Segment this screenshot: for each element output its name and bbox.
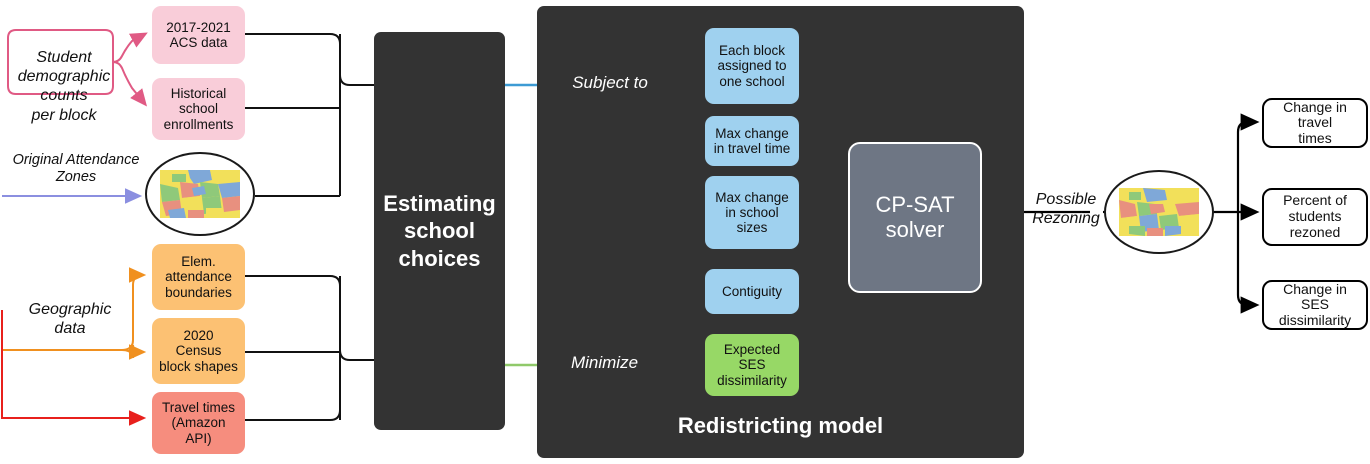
constraint-box-contiguity-label: Contiguity [721, 283, 783, 299]
redistricting-model-label: Redistricting model [537, 412, 1024, 440]
input-group-label-student-demographics: Student demographic counts per block [14, 48, 114, 125]
objective-box-expected-ses-dissimilarity[interactable]: Expected SES dissimilarity [705, 334, 799, 396]
edge-label-subject-to-text: Subject to [572, 73, 648, 92]
constraint-box-max-change-school-sizes[interactable]: Max change in school sizes [705, 176, 799, 249]
input-group-label-original-attendance-zones: Original Attendance Zones [6, 152, 146, 187]
estimating-school-choices-label: Estimating school choices [383, 190, 496, 271]
output-map-possible-rezoning[interactable] [1104, 170, 1214, 254]
input-group-label-geographic-data-text: Geographic data [28, 301, 112, 338]
edge-label-minimize: Minimize [557, 353, 652, 373]
edge-label-minimize-text: Minimize [570, 353, 639, 372]
output-box-change-in-travel-times[interactable]: Change in travel times [1262, 98, 1368, 148]
input-box-elem-attendance-boundaries-label: Elem. attendance boundaries [165, 254, 232, 300]
redistricting-model-label-text: Redistricting model [677, 413, 884, 438]
constraint-box-max-change-travel-time[interactable]: Max change in travel time [705, 116, 799, 166]
output-box-percent-students-rezoned-label: Percent of students rezoned [1283, 192, 1347, 240]
edge-label-possible-rezoning-text: Possible Rezoning [1032, 191, 1100, 228]
input-box-historical-enrollments-label: Historical school enrollments [163, 86, 234, 132]
output-box-percent-students-rezoned[interactable]: Percent of students rezoned [1262, 188, 1368, 246]
output-box-change-in-ses-dissimilarity[interactable]: Change in SES dissimilarity [1262, 280, 1368, 330]
input-map-original-attendance-zones[interactable] [145, 152, 255, 236]
cp-sat-solver-label: CP-SAT solver [875, 191, 955, 242]
estimating-school-choices-box[interactable]: Estimating school choices [374, 32, 505, 430]
objective-box-expected-ses-dissimilarity-label: Expected SES dissimilarity [717, 342, 787, 388]
edge-label-subject-to: Subject to [560, 73, 660, 93]
input-group-label-student-demographics-text: Student demographic counts per block [17, 49, 111, 124]
input-box-historical-enrollments[interactable]: Historical school enrollments [152, 78, 245, 140]
constraint-box-max-change-school-sizes-label: Max change in school sizes [715, 189, 789, 236]
rezoning-map-icon [1119, 188, 1199, 236]
constraint-box-each-block-one-school[interactable]: Each block assigned to one school [705, 28, 799, 104]
output-box-change-in-travel-times-label: Change in travel times [1283, 98, 1347, 146]
input-box-travel-times[interactable]: Travel times (Amazon API) [152, 392, 245, 454]
constraint-box-max-change-travel-time-label: Max change in travel time [713, 125, 791, 156]
edge-label-possible-rezoning: Possible Rezoning [1022, 190, 1110, 228]
input-box-census-block-shapes-label: 2020 Census block shapes [159, 328, 238, 374]
cp-sat-solver-box[interactable]: CP-SAT solver [848, 142, 982, 293]
input-group-label-geographic-data: Geographic data [10, 300, 130, 338]
constraint-box-contiguity[interactable]: Contiguity [705, 269, 799, 314]
output-box-change-in-ses-dissimilarity-label: Change in SES dissimilarity [1278, 280, 1352, 328]
constraint-box-each-block-one-school-label: Each block assigned to one school [717, 43, 787, 89]
input-box-acs-data[interactable]: 2017-2021 ACS data [152, 6, 245, 64]
input-box-census-block-shapes[interactable]: 2020 Census block shapes [152, 318, 245, 384]
input-group-label-original-attendance-zones-text: Original Attendance Zones [12, 152, 140, 186]
input-box-travel-times-label: Travel times (Amazon API) [161, 400, 235, 446]
attendance-zones-map-icon [160, 170, 240, 218]
input-box-elem-attendance-boundaries[interactable]: Elem. attendance boundaries [152, 244, 245, 310]
input-box-acs-data-label: 2017-2021 ACS data [166, 19, 231, 50]
